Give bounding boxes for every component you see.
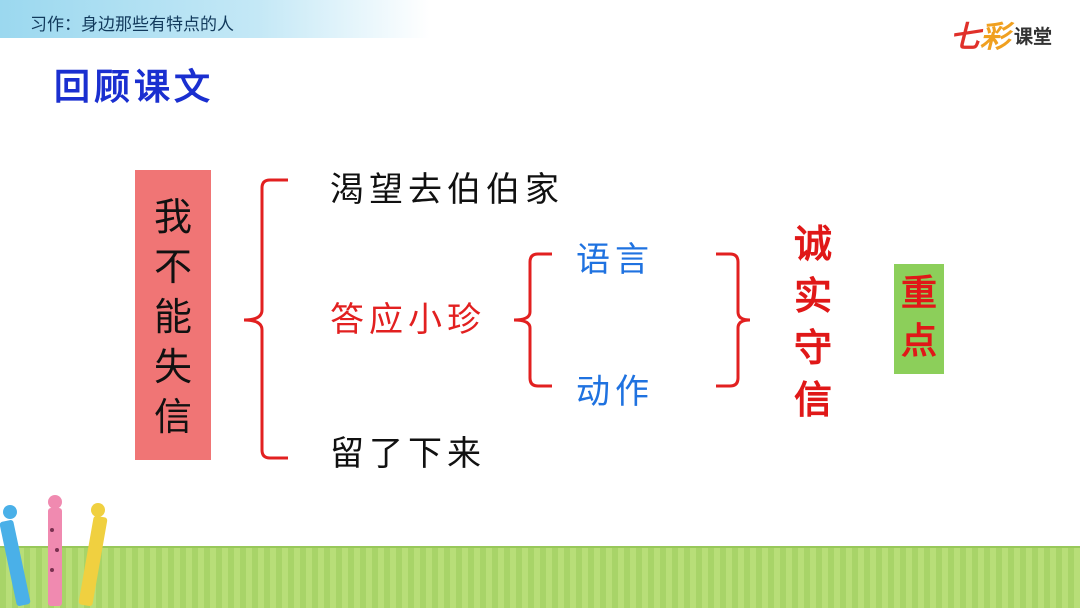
ruler-pink bbox=[48, 495, 62, 606]
keypoint-char: 点 bbox=[894, 318, 944, 366]
conclusion-text: 诚实守信 bbox=[790, 218, 836, 426]
branch-bottom: 留了下来 bbox=[330, 426, 486, 475]
giraffe-rulers-decoration bbox=[0, 490, 120, 608]
conclusion-char: 实 bbox=[790, 270, 836, 322]
branch-middle: 答应小珍 bbox=[330, 292, 486, 341]
conclusion-char: 守 bbox=[790, 322, 836, 374]
detail-brace bbox=[514, 254, 552, 386]
main-brace bbox=[244, 180, 288, 458]
branch-top: 渴望去伯伯家 bbox=[330, 162, 564, 211]
detail-language: 语言 bbox=[576, 232, 654, 281]
conclusion-char: 信 bbox=[790, 374, 836, 426]
keypoint-char: 重 bbox=[894, 270, 944, 318]
keypoint-badge: 重点 bbox=[894, 264, 944, 374]
keypoint-text: 重点 bbox=[894, 270, 944, 366]
detail-action: 动作 bbox=[576, 364, 654, 413]
ruler-blue bbox=[0, 505, 31, 607]
ruler-yellow bbox=[78, 503, 107, 607]
grass-ground bbox=[0, 548, 1080, 608]
conclusion-char: 诚 bbox=[790, 218, 836, 270]
closing-brace bbox=[716, 254, 750, 386]
